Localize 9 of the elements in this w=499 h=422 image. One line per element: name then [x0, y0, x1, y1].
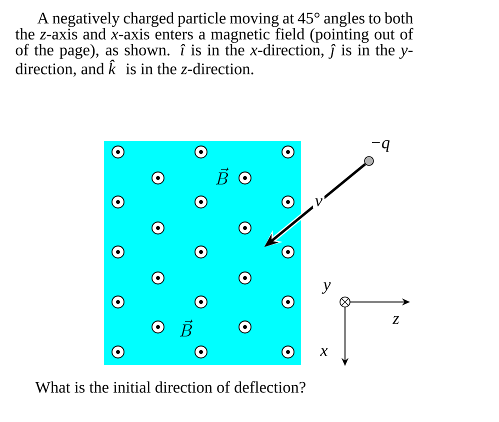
- axis-label: x: [320, 348, 328, 356]
- problem-text: A negatively charged particle moving at 45° angles to both the z-axis and x-axis enters a magnetic field (pointing out of of the page), as shown. î is in the x-direction, ĵ is in the y-direction, and k̂ is in the z-direction.: [15, 12, 414, 77]
- field-label: $\vec{B}$: [216, 168, 228, 184]
- field-label: $\vec{B}$: [180, 320, 192, 336]
- edge-label: v: [312, 196, 324, 208]
- question-text: What is the initial direction of deflection?: [35, 381, 306, 393]
- axis-label: z: [392, 316, 400, 324]
- axis-label: y: [322, 282, 331, 294]
- charge-label: −q: [372, 140, 390, 152]
